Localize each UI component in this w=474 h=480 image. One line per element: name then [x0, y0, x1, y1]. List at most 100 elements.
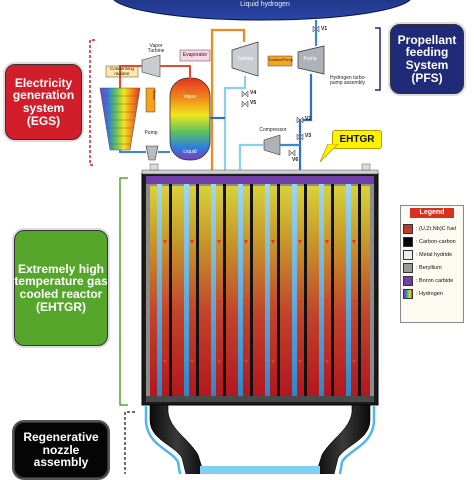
evaporator-label-box	[179, 49, 211, 62]
flow-arrow-icon	[352, 240, 356, 244]
pfs-turbine-label: Turbine	[236, 56, 254, 62]
legend-swatch	[403, 249, 413, 260]
valve-v1-icon	[312, 25, 320, 33]
reactor-bottom-plenum	[146, 396, 374, 402]
legend-item: : Metal hydride	[403, 248, 461, 261]
egs-pump-label: Pump	[144, 130, 158, 136]
valve-v4-label: V4	[250, 90, 257, 96]
condensing-radiator	[99, 87, 141, 151]
coolant-channel	[238, 184, 243, 396]
flow-arrow-icon	[298, 360, 302, 364]
coolant-channel	[319, 184, 324, 396]
vapor-turbine	[141, 54, 161, 78]
ehtgr-label-box: Extremely high temperature gas cooled re…	[12, 228, 110, 348]
carbon-carbon-sleeve	[304, 184, 307, 396]
valve-v6-label: V6	[292, 157, 299, 163]
nozzle-coolant-left	[144, 405, 182, 474]
pump-to-reactor-line	[298, 74, 313, 178]
egs-label: Electricity generation system (EGS)	[12, 75, 75, 128]
nozzle-coolant-right	[338, 405, 376, 474]
compressor-bypass	[238, 143, 264, 178]
flow-arrow-icon	[163, 360, 167, 364]
flow-arrow-icon	[163, 240, 167, 244]
legend-label: : Metal hydride	[416, 251, 453, 258]
valve-v1-label: V1	[321, 26, 328, 32]
liquid-label: Liquid	[183, 149, 197, 155]
legend-swatch	[403, 236, 413, 247]
reactor-knob-left	[149, 163, 159, 171]
flow-arrow-icon	[190, 240, 194, 244]
flow-arrow-icon	[244, 240, 248, 244]
coolant-channel	[265, 184, 270, 396]
legend-label: : Beryllium	[416, 264, 442, 271]
turbine-pump-label: Turbine/Pump	[268, 57, 293, 62]
flow-arrow-icon	[163, 300, 167, 304]
flow-arrow-icon	[217, 300, 221, 304]
reactor-knob-right	[361, 163, 371, 171]
valve-v5-icon	[241, 100, 249, 108]
flow-arrow-icon	[298, 300, 302, 304]
flow-arrow-icon	[244, 300, 248, 304]
egs-pipe-to-radiator	[119, 65, 142, 88]
valve-v3-label: V3	[305, 133, 312, 139]
flow-arrow-icon	[325, 360, 329, 364]
turbine-pump-shaft-box	[267, 55, 293, 67]
flow-arrow-icon	[271, 300, 275, 304]
legend-item: : (U,Zr,Nb)C fuel	[403, 222, 461, 235]
legend-swatch	[403, 223, 413, 234]
compressor-label: Compressor	[259, 127, 287, 133]
hot-gas-line	[210, 28, 246, 178]
legend-label: : Hydrogen	[416, 290, 443, 297]
reactor-rods	[157, 184, 361, 396]
legend-item: : Boron carbide	[403, 274, 461, 287]
flow-arrow-icon	[244, 360, 248, 364]
condensing-radiator-label: Condensing radiator	[109, 66, 135, 76]
pfs-pump-label: Pump	[303, 56, 317, 62]
legend-item: : Hydrogen	[403, 287, 461, 300]
coolant-channel	[346, 184, 351, 396]
coolant-channel	[157, 184, 162, 396]
legend-item: : Carbon-carbon	[403, 235, 461, 248]
reactor-top-cap	[141, 169, 379, 175]
legend-title: Legend	[410, 208, 454, 218]
ehtgr-full-label: Extremely high temperature gas cooled re…	[14, 261, 108, 314]
ehtgr-bracket	[119, 177, 128, 406]
egs-bracket	[89, 39, 95, 166]
legend-swatch	[403, 262, 413, 273]
flow-arrow-icon	[352, 360, 356, 364]
turbine-exhaust-line	[223, 76, 247, 178]
egs-label-box: Electricity generation system (EGS)	[3, 62, 84, 142]
valve-v2-icon	[296, 116, 304, 124]
ehtgr-tag-label: EHTGR	[339, 134, 375, 145]
valve-v2-label: V2	[305, 116, 312, 122]
legend-panel: Legend : (U,Zr,Nb)C fuel : Carbon-carbon:…	[400, 205, 464, 323]
valve-v5-label: V5	[250, 100, 257, 106]
compressor	[263, 134, 281, 156]
pfs-label: Propellant feeding System (PFS)	[397, 32, 457, 85]
legend-item: : Beryllium	[403, 261, 461, 274]
valves	[241, 25, 320, 157]
valve-v6-icon	[288, 149, 296, 157]
flow-arrow-icon	[325, 300, 329, 304]
nozzle-left-wall	[149, 404, 205, 474]
legend-swatch	[403, 288, 413, 299]
flow-arrow-icon	[217, 360, 221, 364]
flow-arrow-icon	[325, 240, 329, 244]
flow-arrow-icon	[217, 240, 221, 244]
flow-arrow-icon	[190, 360, 194, 364]
egs-pump	[145, 145, 159, 161]
coolant-channel	[184, 184, 189, 396]
nozzle-throat	[200, 466, 320, 474]
pfs-turbine	[231, 41, 259, 77]
vapor-label: Vapor	[183, 94, 197, 100]
legend-swatch	[403, 275, 413, 286]
flow-arrow-icon	[352, 300, 356, 304]
nozzle-bracket	[124, 411, 135, 474]
coolant-channel	[292, 184, 297, 396]
valve-v3-icon	[296, 133, 304, 141]
pfs-bracket	[375, 27, 381, 91]
coolant-channel	[211, 184, 216, 396]
radiator-fins	[102, 95, 138, 145]
legend-label: : Carbon-carbon	[416, 238, 456, 245]
